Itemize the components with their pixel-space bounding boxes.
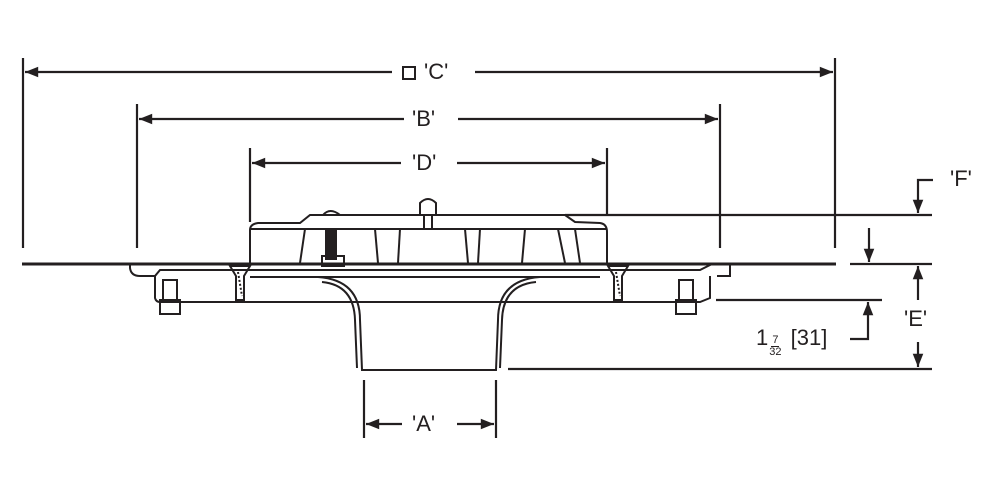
dimension-lines	[25, 66, 833, 430]
dimension-f-label: 'F'	[946, 168, 976, 190]
dimension-a-label: 'A'	[408, 413, 440, 435]
dimension-c-label: 'C'	[398, 61, 453, 83]
extension-lines	[21, 58, 837, 438]
square-icon	[402, 66, 416, 80]
dimension-e-label: 'E'	[900, 308, 932, 330]
level-lines	[508, 178, 933, 371]
dimension-b-label: 'B'	[408, 108, 440, 130]
dimension-d-label: 'D'	[408, 152, 441, 174]
drain-body	[129, 198, 731, 371]
